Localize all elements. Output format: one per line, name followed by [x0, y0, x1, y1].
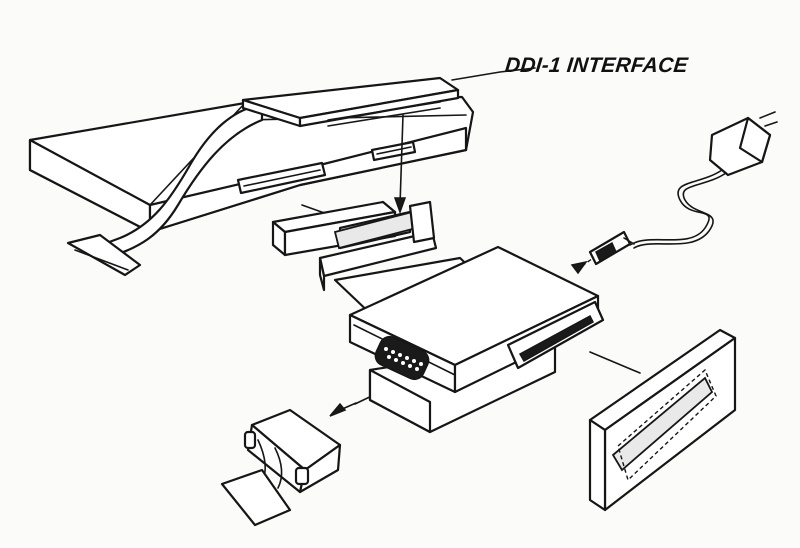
ddi-1-interface-label: DDI-1 INTERFACE	[503, 54, 689, 77]
power-plug	[588, 230, 635, 266]
ddi-1-interface-board	[241, 67, 536, 128]
printer-cable-plug	[220, 408, 342, 527]
expansion-port-slot	[370, 140, 417, 162]
expansion-connector	[271, 200, 438, 292]
disk-interface-box	[333, 245, 605, 434]
ribbon-cable	[66, 103, 264, 277]
edge-connector-slot	[236, 161, 327, 195]
drive-connector	[588, 328, 737, 512]
drive-edge-connector	[506, 300, 605, 370]
printer-port	[374, 335, 430, 381]
computer-unit	[28, 95, 475, 234]
power-adapter	[629, 111, 778, 249]
